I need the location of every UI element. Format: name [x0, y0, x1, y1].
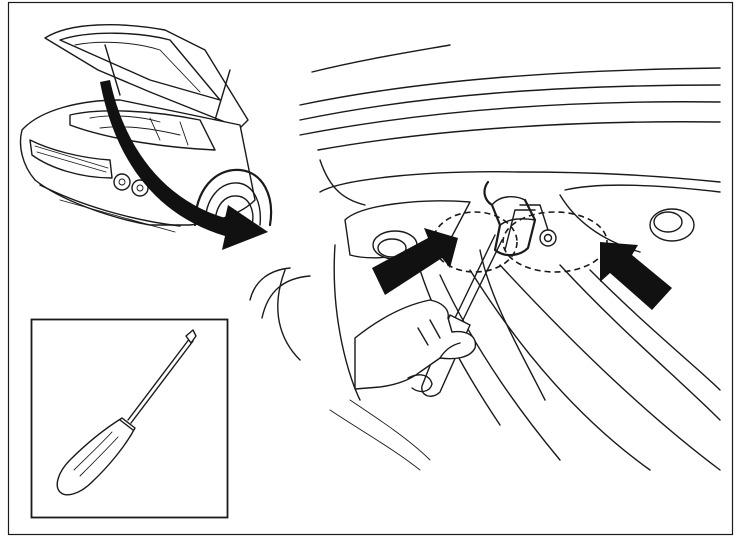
- car-overview-icon: [21, 25, 272, 232]
- tool-inset: [32, 320, 228, 518]
- right-pointer-arrow-icon: [600, 242, 672, 310]
- hood-underside-closeup: [250, 45, 720, 470]
